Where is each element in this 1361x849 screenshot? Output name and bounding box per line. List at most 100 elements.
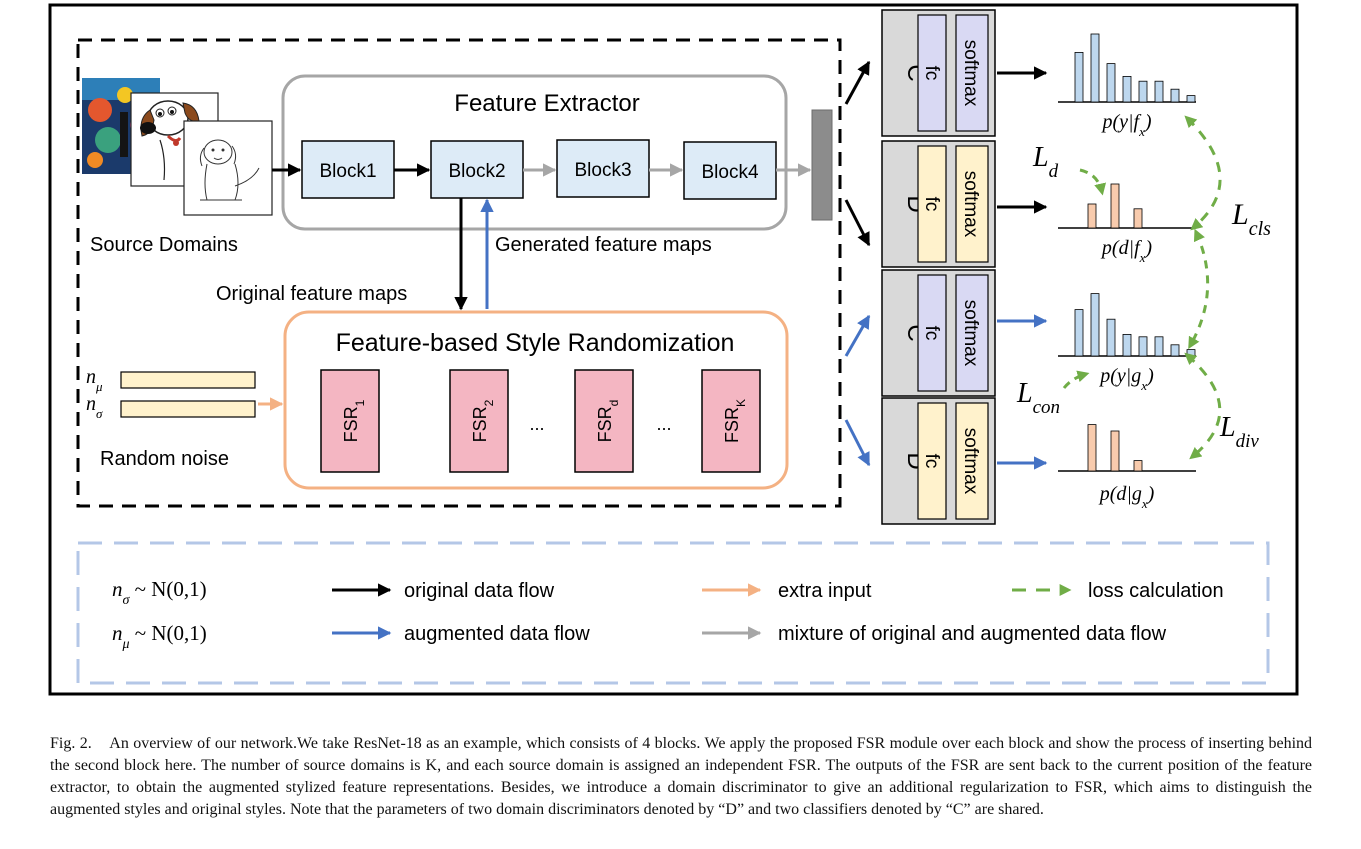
arrow-aug-to-discriminator (844, 419, 871, 467)
fsr-unit-d: FSRd (574, 369, 634, 473)
fsr-d-label: FSR (595, 406, 615, 442)
distribution-4-bar (1087, 424, 1097, 472)
head-1-softmax-label: softmax (960, 40, 981, 107)
random-noise-label: Random noise (100, 448, 229, 470)
head-3-fc-label: fc (921, 326, 942, 341)
block-3-label: Block3 (574, 160, 631, 181)
svg-text:nμ: nμ (86, 366, 103, 394)
head-3-fc-layer (917, 274, 947, 392)
distribution-4-label: p(d|gx) (1098, 483, 1155, 511)
legend-extra-input-label: extra input (778, 580, 872, 602)
loss-con-var: L (1016, 378, 1033, 409)
distribution-3-bar (1138, 336, 1148, 357)
noise-mu-vector (120, 371, 256, 389)
head-4-softmax-label: softmax (960, 428, 981, 495)
legend-mixture-label: mixture of original and augmented data f… (778, 623, 1167, 645)
head-2-softmax-layer (955, 145, 989, 263)
fsr-2-label: FSR (470, 406, 490, 442)
feature-extractor-container (281, 74, 788, 231)
distribution-3-bar (1074, 309, 1084, 357)
legend-item-mixture: mixture of original and augmented data f… (702, 623, 1167, 645)
distribution-3: p(y|gx) (1058, 293, 1196, 393)
loss-cls-arrow (1184, 115, 1222, 231)
distribution-1-label: p(y|fx) (1100, 111, 1151, 139)
head-4-fc-label: fc (921, 454, 942, 469)
legend-loss-label: loss calculation (1088, 580, 1224, 602)
legend-item-original: original data flow (332, 580, 555, 602)
distribution-4: p(d|gx) (1058, 424, 1196, 511)
original-feature-maps-label: Original feature maps (216, 283, 407, 305)
loss-d: Ld (1032, 142, 1059, 182)
distribution-1-bar (1074, 52, 1084, 103)
noise-mu-sub: μ (95, 379, 103, 394)
legend-augmented-label: augmented data flow (404, 623, 590, 645)
loss-cls: Lcls (1231, 198, 1271, 240)
arrow-feature-to-classifier (844, 60, 871, 105)
network-diagram: Source Domains Feature Extractor Block1 … (48, 3, 1299, 696)
svg-text:FSRK: FSRK (722, 399, 748, 443)
block-4: Block4 (683, 141, 777, 200)
distribution-1: p(y|fx) (1058, 33, 1196, 139)
distribution-1-bar (1186, 95, 1196, 103)
network-region (76, 38, 842, 508)
fsr-k-subscript: K (734, 399, 748, 407)
arrow-aug-to-classifier (844, 314, 871, 357)
legend-item-extra-input: extra input (702, 580, 872, 602)
loss-con-arrow (1062, 370, 1090, 389)
generated-feature-maps-label: Generated feature maps (495, 234, 712, 256)
block-3: Block3 (556, 139, 650, 198)
figure-frame (48, 3, 1299, 696)
loss-div-sub: div (1236, 431, 1260, 452)
svg-text:nσ: nσ (86, 393, 103, 421)
distribution-2-bar (1133, 208, 1143, 229)
distribution-1-bar (1106, 63, 1116, 103)
distribution-3-bar (1106, 318, 1116, 357)
distribution-1-bar (1122, 76, 1132, 103)
noise-mu-var: n (86, 366, 96, 388)
distribution-3-label: p(y|gx) (1098, 365, 1154, 393)
arrow-feature-to-discriminator (844, 199, 871, 247)
noise-mu: nμ (86, 366, 256, 394)
head-1-fc-layer (917, 14, 947, 132)
distribution-4-bar (1133, 460, 1143, 472)
loss-div-var: L (1219, 412, 1236, 443)
figure-caption: Fig. 2. An overview of our network.We ta… (50, 733, 1312, 821)
head-1-softmax-layer (955, 14, 989, 132)
fsr-unit-1: FSR1 (320, 369, 380, 473)
distribution-4-bar (1110, 430, 1120, 472)
prediction-distributions: p(y|fx)p(d|fx)p(y|gx)p(d|gx) (1058, 33, 1196, 511)
loss-div: Ldiv (1219, 412, 1259, 452)
fsr-2-subscript: 2 (482, 399, 496, 406)
source-domains-label: Source Domains (90, 234, 238, 256)
distribution-3-bar (1154, 336, 1164, 357)
feature-vector (811, 109, 833, 221)
distribution-1-bar (1138, 80, 1148, 103)
distribution-1-bar (1090, 33, 1100, 103)
head-3-softmax-layer (955, 274, 989, 392)
fsr-ellipsis-2: ... (656, 414, 671, 434)
distribution-3-bar (1122, 333, 1132, 357)
fsr-d-subscript: d (607, 400, 621, 407)
loss-d-sub: d (1049, 161, 1059, 182)
fsr-1-label: FSR (341, 406, 361, 442)
distribution-2-bar (1110, 183, 1120, 229)
svg-text:FSR2: FSR2 (470, 399, 496, 442)
loss-con-sub: con (1033, 397, 1060, 418)
fsr-k-label: FSR (722, 407, 742, 443)
head-2-softmax-label: softmax (960, 171, 981, 238)
head-2-fc-layer (917, 145, 947, 263)
fsr-unit-2: FSR2 (449, 369, 509, 473)
sketch-dog-image (183, 120, 273, 216)
legend-eq-sigma-rest: ~ N(0,1) (129, 577, 206, 601)
svg-text:FSR1: FSR1 (341, 399, 367, 442)
legend-item-loss: loss calculation (1012, 580, 1224, 602)
head-4-softmax-layer (955, 402, 989, 520)
fsr-1-subscript: 1 (353, 399, 367, 406)
fsr-unit-k: FSRK (701, 369, 761, 473)
noise-sigma-sub: σ (96, 406, 103, 421)
fsr-title: Feature-based Style Randomization (336, 329, 735, 357)
